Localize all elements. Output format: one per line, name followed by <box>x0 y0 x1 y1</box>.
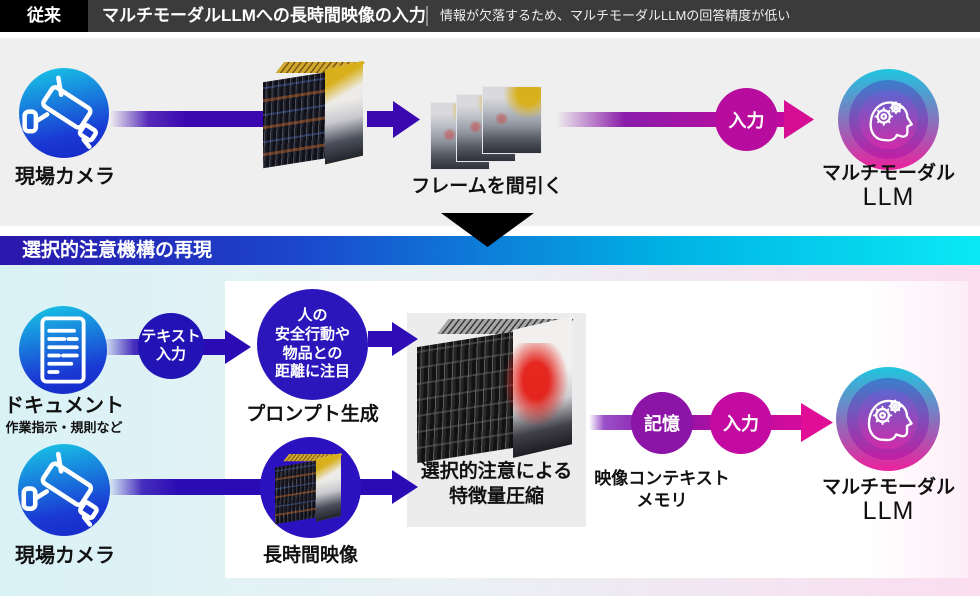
flow-arrow-shaft <box>368 331 394 347</box>
brain-gears-icon <box>867 399 913 442</box>
document-node <box>19 306 107 394</box>
document-sublabel: 作業指示・規則など <box>5 420 123 435</box>
header-title: マルチモーダルLLMへの長時間映像の入力 <box>102 6 426 25</box>
proposed-banner-title: 選択的注意機構の再現 <box>22 240 213 261</box>
site-camera-node <box>19 68 109 158</box>
header-divider <box>426 6 428 26</box>
flow-arrow-shaft <box>589 415 805 430</box>
flow-arrow-shaft <box>367 111 395 127</box>
text-input-line2: 入力 <box>155 346 186 363</box>
flow-arrow-shaft <box>356 479 394 495</box>
prompt-generation-label: プロンプト生成 <box>246 404 379 425</box>
document-label: ドキュメント <box>4 395 124 417</box>
compression-box: 選択的注意による 特徴量圧縮 <box>407 313 586 527</box>
header-subtitle: 情報が欠落するため、マルチモーダルLLMの回答精度が低い <box>440 8 791 23</box>
compression-label-line2: 特徴量圧縮 <box>448 486 544 507</box>
prompt-line1: 人の <box>297 307 328 324</box>
llm-label-line2: LLM <box>862 183 915 211</box>
context-memory-label: 映像コンテキスト メモリ <box>577 468 747 512</box>
llm-label-line1: マルチモーダル <box>821 163 955 184</box>
site-camera-node-2 <box>18 444 110 536</box>
text-input-badge: テキスト 入力 <box>138 313 204 379</box>
context-memory-line2: メモリ <box>636 491 688 510</box>
stack-body <box>275 460 319 525</box>
prompt-line4: 距離に注目 <box>274 363 350 381</box>
thin-frames-label: フレームを間引く <box>411 176 563 197</box>
long-video-label: 長時間映像 <box>262 545 358 566</box>
stack-front-photo <box>316 453 342 522</box>
thinned-frames-graphic <box>430 86 544 170</box>
multimodal-llm-node <box>838 69 939 170</box>
stack-body <box>263 71 330 169</box>
document-icon <box>40 316 86 384</box>
site-camera-label: 現場カメラ <box>15 166 115 188</box>
flow-arrow-shaft <box>110 111 270 127</box>
brain-gears-icon <box>868 100 913 141</box>
cctv-camera-icon <box>21 451 99 527</box>
site-camera-label-2: 現場カメラ <box>15 545 115 567</box>
proposed-banner: 選択的注意機構の再現 <box>0 236 980 265</box>
llm-ring-inner <box>859 90 918 149</box>
compressed-stack-graphic <box>417 316 577 464</box>
llm-label-line2-2: LLM <box>862 497 915 525</box>
llm-label-line1-2: マルチモーダル <box>821 477 955 498</box>
input-badge-2: 入力 <box>710 392 772 454</box>
mini-video-stack-graphic <box>275 453 344 525</box>
long-video-node <box>260 437 361 538</box>
memory-badge: 記憶 <box>631 392 693 454</box>
video-stack-graphic <box>263 60 367 170</box>
flow-arrow-shaft <box>108 479 264 495</box>
compression-label-line1: 選択的注意による <box>420 461 573 482</box>
photo-frame <box>482 86 542 154</box>
llm-ring-inner <box>857 388 919 450</box>
context-memory-line1: 映像コンテキスト <box>594 469 730 488</box>
input-badge: 入力 <box>715 88 778 151</box>
text-input-line1: テキスト <box>141 328 201 345</box>
attention-heatmap-blob <box>503 343 569 427</box>
cctv-camera-icon <box>22 75 99 149</box>
compression-label: 選択的注意による 特徴量圧縮 <box>407 459 586 509</box>
prompt-line3: 物品との <box>282 344 343 362</box>
prompt-line2: 安全行動や <box>274 325 350 343</box>
attention-prompt-node: 人の 安全行動や 物品との 距離に注目 <box>257 289 368 400</box>
header-tag: 従来 <box>0 0 88 32</box>
stack-front-photo <box>325 60 364 165</box>
header-bar: 従来 マルチモーダルLLMへの長時間映像の入力 情報が欠落するため、マルチモーダ… <box>0 0 980 32</box>
multimodal-llm-node-2 <box>836 367 940 471</box>
